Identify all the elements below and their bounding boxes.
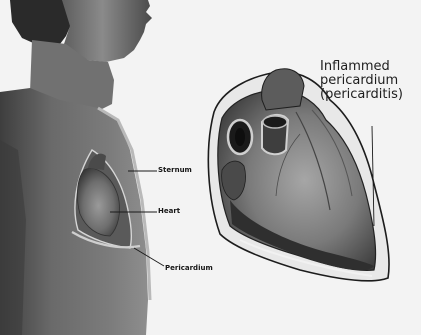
head-shape <box>10 0 72 46</box>
inflamed-label-line1: Inflammed <box>320 60 403 74</box>
vessel-opening-2 <box>263 116 287 128</box>
inflamed-pericardium-label: Inflammed pericardium (pericarditis) <box>320 60 403 101</box>
sternum-label: Sternum <box>158 167 192 174</box>
heart-label: Heart <box>158 208 180 215</box>
inflamed-label-line3: (pericarditis) <box>320 88 403 102</box>
pericardium-label: Pericardium <box>165 265 213 272</box>
inflamed-label-line2: pericardium <box>320 74 403 88</box>
human-figure <box>0 0 152 335</box>
vessel-opening-1-inner <box>235 128 245 146</box>
